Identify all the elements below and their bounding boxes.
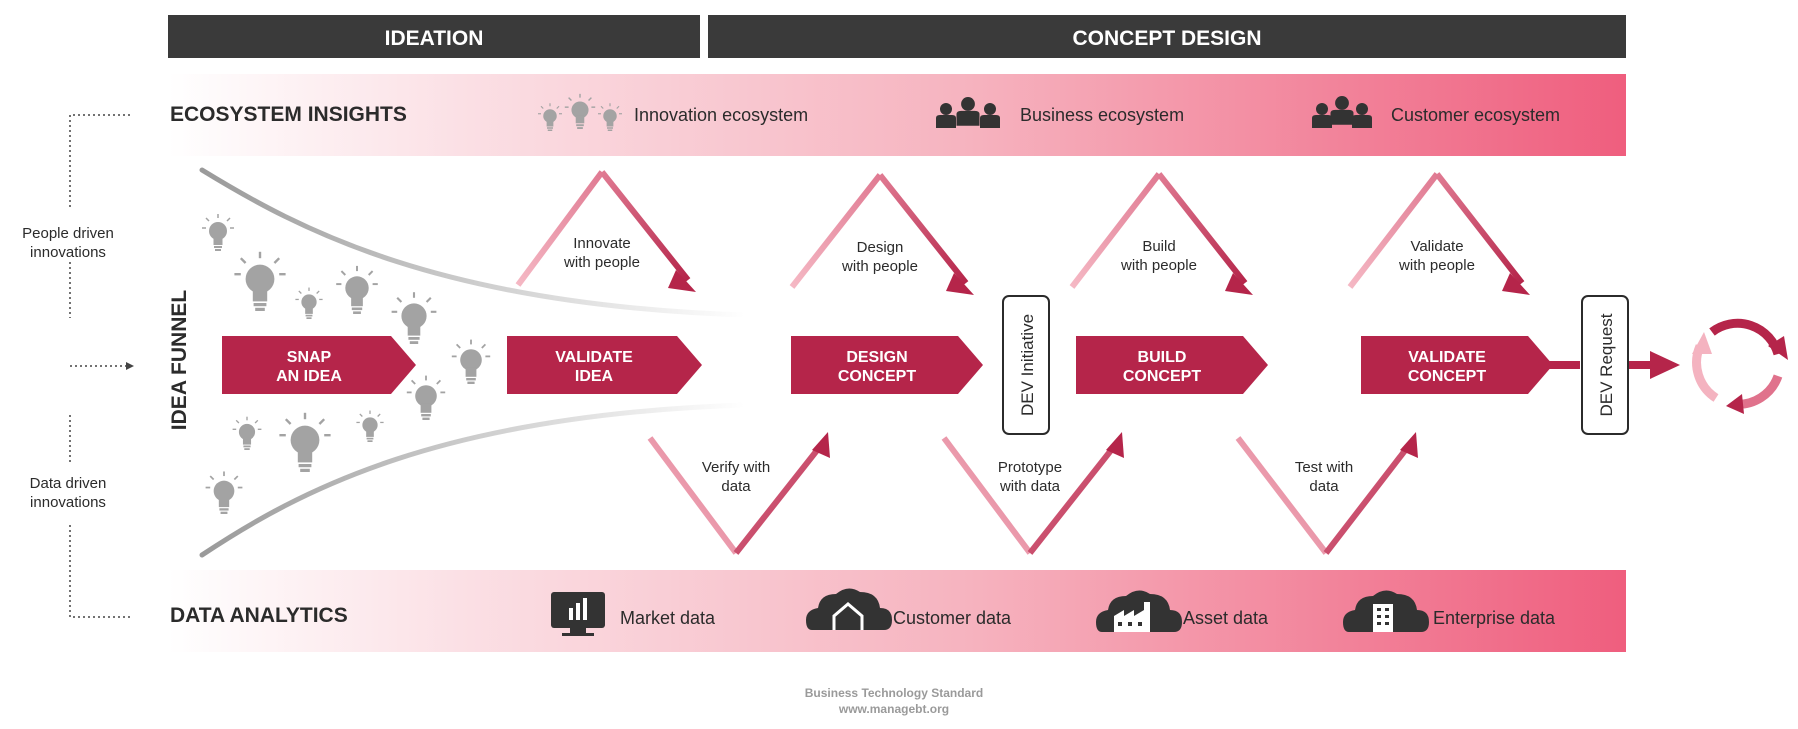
customer-data-label: Customer data [893,608,1012,628]
bulb-icon [405,374,447,421]
cloud-factory-icon [1096,590,1182,632]
cloud-building-icon [1343,590,1429,632]
innovation-ecosystem-label: Innovation ecosystem [634,105,808,125]
build-with-people-line2: with people [1120,257,1197,274]
ecosystem-insights-band [168,74,1626,156]
dev-request-label: DEV Request [1597,313,1616,416]
step-validate-concept-line1: VALIDATE [1408,349,1486,366]
data-driven-line2: innovations [30,494,106,511]
ecosystem-insights-title: ECOSYSTEM INSIGHTS [170,103,407,126]
step-snap-an-idea: SNAP AN IDEA [222,336,416,394]
bulb-icon [233,250,287,313]
ideation-header: IDEATION [385,27,484,50]
step-snap-line1: SNAP [287,349,332,366]
innovate-with-people-line2: with people [563,254,640,271]
footer-line2: www.managebt.org [838,702,949,716]
verify-with-data-line1: Verify with [702,459,770,476]
bulb-icon [231,416,263,451]
bulb-icon [390,291,438,346]
validate-to-request-connector [1540,361,1580,369]
dev-request-gate [1581,295,1629,435]
market-data-label: Market data [620,608,716,628]
people-loop-4 [1347,172,1530,295]
design-with-people-line2: with people [841,258,918,275]
validate-with-people-line1: Validate [1410,238,1463,255]
data-loop-2 [941,432,1124,555]
data-loops [647,432,1418,555]
dev-initiative-gate [1002,295,1050,435]
step-validate-concept-line2: CONCEPT [1408,368,1486,385]
prototype-with-data-line2: with data [999,478,1061,495]
verify-with-data-line2: data [721,478,751,495]
asset-data-label: Asset data [1183,608,1269,628]
data-loop-1 [647,432,830,555]
bulb-icon [294,286,324,320]
data-driven-line1: Data driven [30,475,107,492]
cloud-home-icon [806,588,892,630]
monitor-chart-icon [551,592,605,636]
cycle-arrows-icon [1692,318,1788,414]
design-with-people-line1: Design [857,239,904,256]
people-driven-line1: People driven [22,225,114,242]
concept-design-header: CONCEPT DESIGN [1072,27,1261,50]
step-build-line2: CONCEPT [1123,368,1201,385]
prototype-with-data-line1: Prototype [998,459,1062,476]
step-validate-idea-line2: IDEA [575,368,614,385]
bulb-icon [204,470,244,515]
bulb-icon [278,411,332,474]
validate-with-people-line2: with people [1398,257,1475,274]
innovate-with-people-line1: Innovate [573,235,631,252]
people-driven-line2: innovations [30,244,106,261]
step-build-concept: BUILD CONCEPT [1076,336,1268,394]
funnel-top-curve [199,167,748,318]
step-design-line2: CONCEPT [838,368,916,385]
footer-line1: Business Technology Standard [805,686,983,700]
bulb-icon [450,338,492,385]
ideation-header-bar [168,15,700,58]
people-loop-3 [1069,172,1253,295]
bulb-icon [201,213,235,252]
funnel-bottom-curve [199,402,748,558]
test-with-data-line1: Test with [1295,459,1353,476]
step-build-line1: BUILD [1138,349,1187,366]
data-analytics-title: DATA ANALYTICS [170,604,348,627]
step-validate-idea: VALIDATE IDEA [507,336,702,394]
step-design-concept: DESIGN CONCEPT [791,336,983,394]
people-connector-top [69,114,130,210]
request-arrowhead [1650,351,1680,379]
data-connector-bottom [69,525,130,618]
data-loop-3 [1235,432,1418,555]
people-loop-1 [515,170,696,292]
build-with-people-line1: Build [1142,238,1175,255]
concept-design-header-bar [708,15,1626,58]
step-validate-concept: VALIDATE CONCEPT [1361,336,1553,394]
enterprise-data-label: Enterprise data [1433,608,1556,628]
step-design-line1: DESIGN [846,349,907,366]
funnel-connector-arrowhead [126,362,134,370]
people-loops [515,170,1530,295]
test-with-data-line2: data [1309,478,1339,495]
dev-initiative-label: DEV Initiative [1018,314,1037,416]
business-ecosystem-label: Business ecosystem [1020,105,1184,125]
request-to-cycle-connector [1628,361,1652,369]
people-loop-2 [789,173,974,295]
step-validate-idea-line1: VALIDATE [555,349,633,366]
bulb-icon [335,264,379,315]
customer-ecosystem-label: Customer ecosystem [1391,105,1560,125]
idea-funnel-label: IDEA FUNNEL [168,290,191,431]
step-snap-line2: AN IDEA [276,368,342,385]
bulb-icon [355,409,385,443]
